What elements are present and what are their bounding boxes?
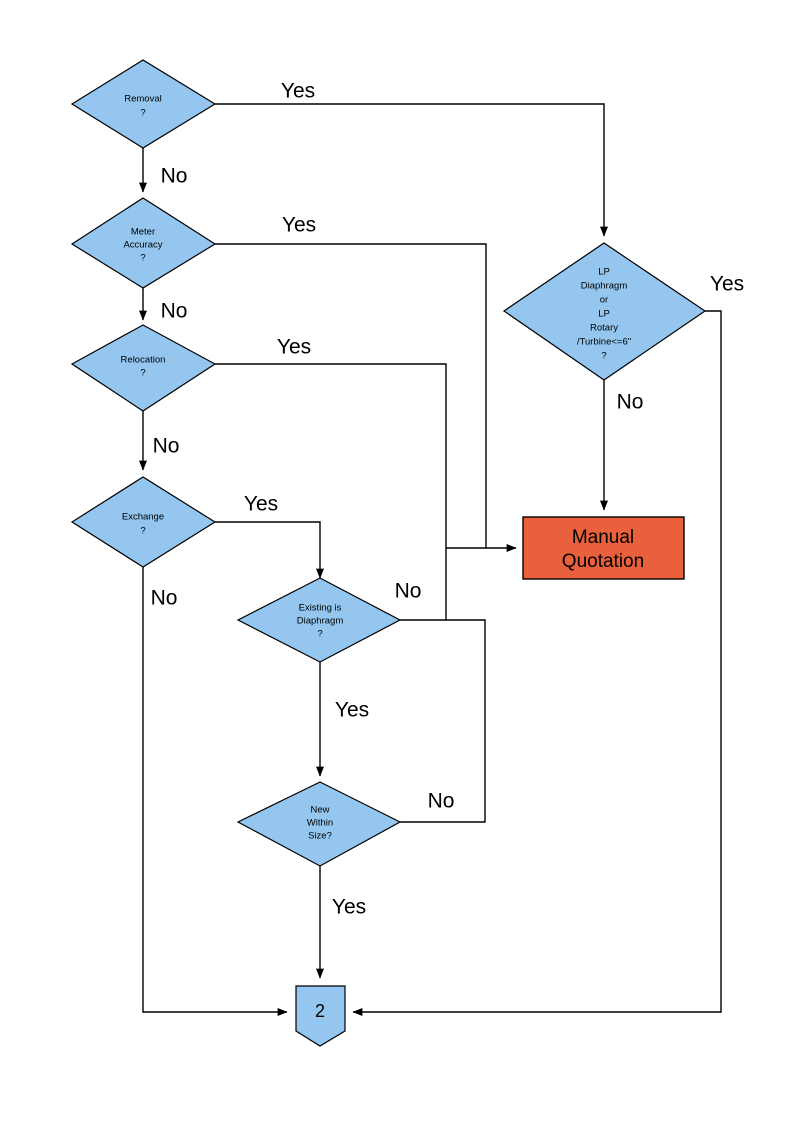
new-within-size-label-line-3: Size?	[308, 831, 332, 842]
removal-label-line-1: Removal	[124, 94, 162, 105]
existing-is-diaphragm-label-line-3: ?	[317, 629, 322, 640]
node-lp-diaphragm[interactable]: LP Diaphragm or LP Rotary /Turbine<=6" ?	[502, 242, 707, 381]
exchange-label-line-1: Exchange	[122, 512, 164, 523]
node-existing-is-diaphragm[interactable]: Existing is Diaphragm ?	[236, 577, 402, 663]
node-new-within-size[interactable]: New Within Size?	[236, 781, 402, 867]
lp-diaphragm-label-line-5: Rotary	[590, 323, 618, 334]
edge-label-new-within-size-yes: Yes	[332, 896, 366, 919]
lp-diaphragm-label-line-3: or	[600, 295, 608, 306]
edge-lp-yes	[352, 310, 722, 1016]
edge-labels-layer: Yes No Yes No Yes No Yes No No Yes No Ye…	[151, 80, 745, 919]
lp-diaphragm-label-line-6: /Turbine<=6"	[577, 337, 631, 348]
edge-label-exchange-yes: Yes	[244, 493, 278, 516]
exchange-label-line-2: ?	[140, 526, 145, 537]
edge-label-removal-yes: Yes	[281, 80, 315, 103]
edge-meter-accuracy-yes	[215, 243, 517, 552]
edge-exchange-no	[142, 567, 288, 1016]
edges-layer	[139, 103, 722, 1016]
lp-diaphragm-diamond-shape[interactable]	[502, 242, 707, 381]
edge-label-lp-yes: Yes	[710, 273, 744, 296]
edge-label-exchange-no: No	[151, 587, 178, 610]
edge-removal-yes	[215, 103, 608, 237]
edge-label-existing-diaphragm-no: No	[395, 580, 422, 603]
node-removal[interactable]: Removal ?	[70, 59, 217, 149]
edge-relocation-yes	[215, 363, 486, 549]
edge-label-existing-diaphragm-yes: Yes	[335, 699, 369, 722]
edge-label-relocation-no: No	[153, 435, 180, 458]
meter-accuracy-label-line-1: Meter	[131, 227, 155, 238]
new-within-size-label-line-2: Within	[307, 818, 333, 829]
edge-exchange-yes	[215, 521, 324, 579]
new-within-size-label-line-1: New	[310, 805, 329, 816]
edge-new-within-size-no	[400, 619, 486, 823]
meter-accuracy-label-line-2: Accuracy	[123, 240, 162, 251]
edge-label-lp-no: No	[617, 391, 644, 414]
lp-diaphragm-label-line-7: ?	[601, 351, 606, 362]
lp-diaphragm-label-line-1: LP	[598, 267, 610, 278]
edge-label-meter-accuracy-yes: Yes	[282, 214, 316, 237]
meter-accuracy-diamond-shape[interactable]	[70, 197, 217, 289]
node-manual-quotation[interactable]: Manual Quotation	[522, 516, 685, 580]
manual-quotation-label-line-1: Manual	[572, 527, 634, 548]
edge-label-relocation-yes: Yes	[277, 336, 311, 359]
existing-is-diaphragm-label-line-2: Diaphragm	[297, 616, 344, 627]
lp-diaphragm-label-line-4: LP	[598, 309, 610, 320]
new-within-size-diamond-shape[interactable]	[236, 781, 402, 867]
connector-two-shape[interactable]	[295, 985, 346, 1047]
manual-quotation-label-line-2: Quotation	[562, 551, 644, 572]
node-relocation[interactable]: Relocation ?	[70, 324, 217, 412]
relocation-label-line-1: Relocation	[121, 355, 166, 366]
existing-is-diaphragm-label-line-1: Existing is	[299, 603, 342, 614]
connector-two-label: 2	[315, 1001, 325, 1021]
relocation-label-line-2: ?	[140, 368, 145, 379]
removal-diamond-shape[interactable]	[70, 59, 217, 149]
removal-label-line-2: ?	[140, 108, 145, 119]
edge-label-new-within-size-no: No	[428, 790, 455, 813]
relocation-diamond-shape[interactable]	[70, 324, 217, 412]
node-exchange[interactable]: Exchange ?	[70, 476, 217, 568]
meter-accuracy-label-line-3: ?	[140, 253, 145, 264]
existing-is-diaphragm-diamond-shape[interactable]	[236, 577, 402, 663]
edge-label-meter-accuracy-no: No	[161, 300, 188, 323]
exchange-diamond-shape[interactable]	[70, 476, 217, 568]
node-meter-accuracy[interactable]: Meter Accuracy ?	[70, 197, 217, 289]
node-connector-two[interactable]: 2	[295, 985, 346, 1047]
manual-quotation-box-shape[interactable]	[522, 516, 685, 580]
edge-label-removal-no: No	[161, 165, 188, 188]
lp-diaphragm-label-line-2: Diaphragm	[581, 281, 628, 292]
